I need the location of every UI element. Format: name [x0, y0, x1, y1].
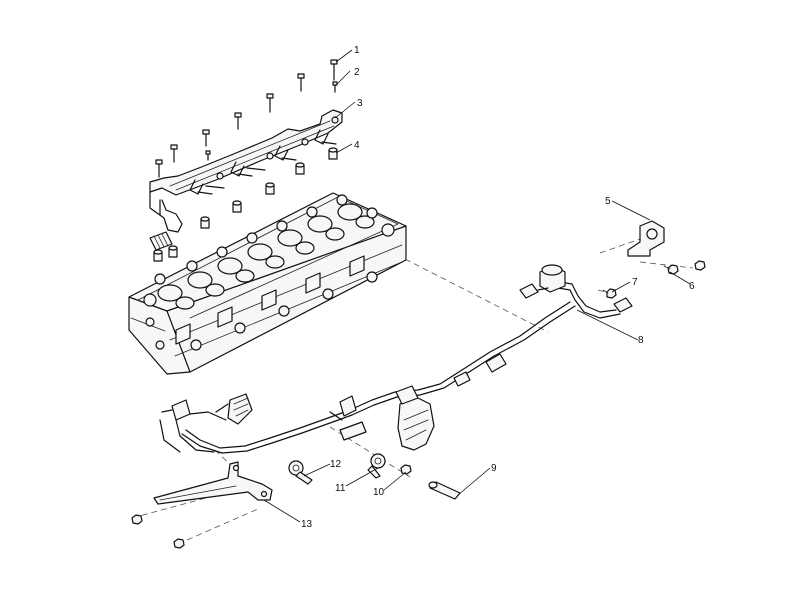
callout-4: 4: [354, 140, 360, 151]
callout-7: 7: [632, 277, 638, 288]
engine-harness: [159, 264, 633, 454]
callout-11: 11: [335, 483, 346, 494]
callout-13: 13: [301, 519, 313, 530]
callout-5: 5: [605, 196, 611, 207]
cylinder-head: [128, 192, 407, 375]
clamps: [288, 453, 386, 485]
bracket-13: [153, 461, 273, 505]
callout-2: 2: [354, 67, 360, 78]
callout-6: 6: [689, 281, 695, 292]
callout-10: 10: [373, 487, 385, 498]
spacers: [153, 147, 338, 262]
leader-lines: [263, 49, 691, 523]
callout-12: 12: [330, 459, 342, 470]
plug-9: [428, 481, 461, 500]
injector-harness: [149, 109, 343, 251]
callout-1: 1: [354, 45, 360, 56]
callout-numbers: 1 2 3 4 5 6 7 8 9 10 11 12 13: [301, 45, 695, 530]
callout-8: 8: [638, 335, 644, 346]
callout-9: 9: [491, 463, 497, 474]
bracket-5: [627, 220, 665, 257]
callout-3: 3: [357, 98, 363, 109]
